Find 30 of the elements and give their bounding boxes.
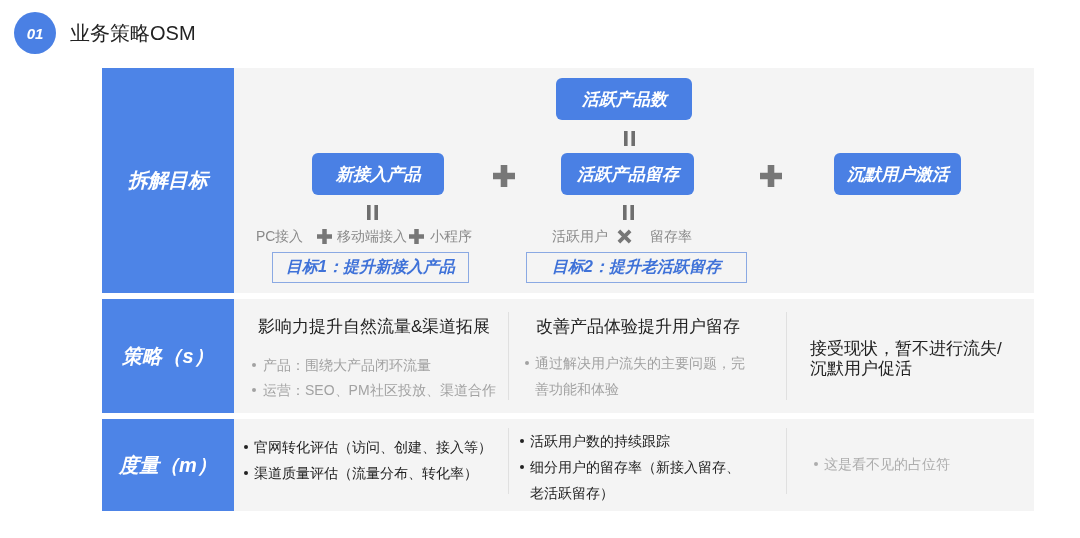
- row-header: 度量（m）: [102, 419, 234, 511]
- goal-box: 目标1：提升新接入产品: [272, 252, 469, 283]
- metric-box: 沉默用户激活: [834, 153, 961, 195]
- bullet-text: 运营：SEO、PM社区投放、渠道合作: [263, 381, 496, 400]
- metric-text: 渠道质量评估（流量分布、转化率）: [254, 464, 478, 483]
- section-panel: [234, 68, 1034, 293]
- factor-text: 活跃用户: [552, 227, 608, 246]
- metric-text: 细分用户的留存率（新接入留存、老活跃留存）: [530, 458, 741, 503]
- row-header: 拆解目标: [102, 68, 234, 293]
- placeholder-text: 这是看不见的占位符: [824, 455, 950, 474]
- metric-box: 新接入产品: [312, 153, 444, 195]
- bullet-text: 通过解决用户流失的主要问题，完善功能和体验: [535, 354, 746, 399]
- section-panel: [234, 299, 1034, 413]
- factor-text: 留存率: [650, 227, 692, 246]
- metric-box: 活跃产品留存: [561, 153, 694, 195]
- section-panel: [234, 419, 1034, 511]
- strategy-note: 接受现状，暂不进行流失/沉默用户促活: [810, 339, 1002, 379]
- step-number-badge: 01: [14, 12, 56, 54]
- factor-text: 移动端接入: [337, 227, 407, 246]
- factor-text: 小程序: [430, 227, 472, 246]
- factor-text: PC接入: [256, 227, 304, 246]
- metric-text: 活跃用户数的持续跟踪: [530, 432, 670, 451]
- strategy-heading: 改善产品体验提升用户留存: [536, 317, 740, 337]
- page-title: 业务策略OSM: [70, 21, 196, 45]
- bullet-text: 产品：围绕大产品闭环流量: [263, 356, 431, 375]
- metric-box: 活跃产品数: [556, 78, 692, 120]
- row-header: 策略（s）: [102, 299, 234, 413]
- strategy-heading: 影响力提升自然流量&渠道拓展: [258, 317, 491, 337]
- metric-text: 官网转化评估（访问、创建、接入等）: [254, 438, 492, 457]
- goal-box: 目标2：提升老活跃留存: [526, 252, 747, 283]
